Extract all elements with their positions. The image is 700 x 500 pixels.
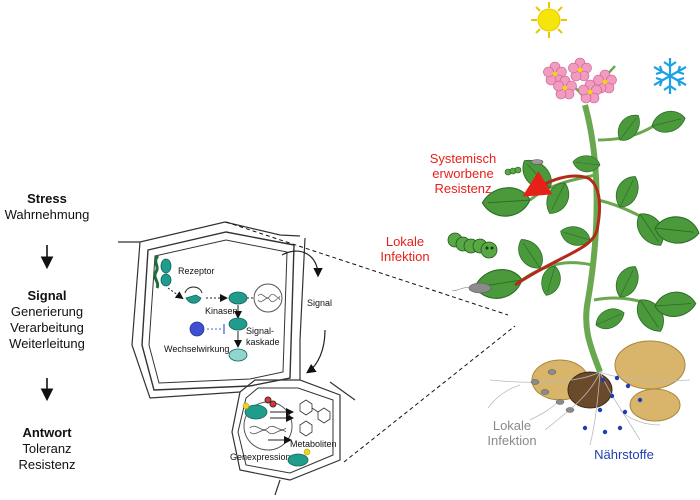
signalkaskade-label-1: Signal- xyxy=(246,326,274,336)
leaf-16 xyxy=(557,221,594,251)
kinase-2-icon xyxy=(228,291,248,305)
lokale-infektion-label-1: Lokale xyxy=(386,234,424,249)
dna-icon xyxy=(257,293,281,303)
leaf-10 xyxy=(609,261,645,302)
signal-label: Signal xyxy=(307,298,332,308)
receptor-to-kinase-arrow xyxy=(167,287,184,300)
upper-cell-wall xyxy=(141,231,295,391)
systemisch-label-2: erworbene xyxy=(432,166,493,181)
transcription-factor-icon xyxy=(244,404,268,420)
tuber-2 xyxy=(614,340,686,390)
stress-title: Stress xyxy=(27,191,67,206)
leaf-14 xyxy=(649,108,688,136)
lower-cell-membrane xyxy=(237,387,334,474)
upper-cell-membrane xyxy=(148,239,288,384)
fungus-icon xyxy=(451,282,492,294)
lower-cell-wall-outer xyxy=(231,379,341,481)
tissue-outline-right xyxy=(299,237,306,380)
signal-title: Signal xyxy=(27,288,66,303)
dna-lower-icon xyxy=(249,425,287,435)
response-protein-icon xyxy=(287,453,309,467)
antwort-line-2: Resistenz xyxy=(18,457,75,472)
systemisch-label-3: Resistenz xyxy=(434,181,491,196)
molecule-icon xyxy=(299,399,331,437)
zoom-line-bottom xyxy=(343,325,516,463)
rotten-tuber xyxy=(567,371,613,409)
phosphate-red-icon-1 xyxy=(264,396,272,404)
stress-line-1: Wahrnehmung xyxy=(5,207,90,222)
lokale-infektion-label-2: Infektion xyxy=(380,249,429,264)
lokale-infektion-root-label-2: Infektion xyxy=(487,433,536,448)
snowflake-icon xyxy=(653,58,687,94)
caterpillar-icon xyxy=(447,232,498,259)
flower-2 xyxy=(568,57,592,82)
nutrient-dots xyxy=(582,375,643,435)
cell-diagram: Rezeptor Kinasen Wechselwirkung Signal- … xyxy=(118,221,356,496)
signal-line-1: Generierung xyxy=(11,304,83,319)
kinase-3-icon xyxy=(228,317,248,331)
sar-arrow xyxy=(514,171,602,287)
kinasen-label: Kinasen xyxy=(205,306,238,316)
tissue-outline-bottom xyxy=(274,479,281,496)
metaboliten-label: Metaboliten xyxy=(290,439,337,449)
receptor-icon xyxy=(153,254,172,289)
antwort-line-1: Toleranz xyxy=(22,441,71,456)
signalkaskade-label-2: kaskade xyxy=(246,337,280,347)
antwort-title: Antwort xyxy=(22,425,72,440)
lokale-infektion-root-label-1: Lokale xyxy=(493,418,531,433)
potato-plant: Systemisch erworbene Resistenz Lokale In… xyxy=(380,2,700,462)
tissue-outline-left xyxy=(131,241,241,399)
signal-arrow-bottom xyxy=(306,329,326,374)
rezeptor-label: Rezeptor xyxy=(178,266,215,276)
signal-line-3: Weiterleitung xyxy=(9,336,85,351)
tuber-3 xyxy=(629,388,681,422)
interaction-partner-icon xyxy=(189,321,205,337)
ligand-yellow-icon xyxy=(242,402,250,410)
tissue-outline-branch xyxy=(329,381,356,401)
systemisch-label-1: Systemisch xyxy=(430,151,496,166)
stage-column: Stress Wahrnehmung Signal Generierung Ve… xyxy=(5,191,90,472)
leaf-12 xyxy=(654,291,697,317)
wechselwirkung-label: Wechselwirkung xyxy=(164,344,229,354)
kinase-1-icon xyxy=(185,294,202,304)
phosphate-red-icon-2 xyxy=(269,400,277,408)
small-caterpillar-icon xyxy=(504,159,544,176)
sun-icon xyxy=(531,2,567,38)
signal-arrow-top xyxy=(281,250,323,278)
signal-line-2: Verarbeitung xyxy=(10,320,84,335)
cascade-end-icon xyxy=(228,348,248,362)
tissue-outline-top xyxy=(118,221,301,243)
zoom-line-top xyxy=(225,221,509,316)
naehrstoffe-label: Nährstoffe xyxy=(594,447,654,462)
kinase-cycle-arc xyxy=(184,286,203,294)
roots xyxy=(487,371,691,446)
root-pathogen-icons xyxy=(530,369,575,413)
plant-stem xyxy=(582,104,603,374)
leaf-17 xyxy=(592,304,628,333)
genexpression-label: Genexpression xyxy=(230,452,291,462)
ligand-yellow-icon-2 xyxy=(303,448,311,456)
